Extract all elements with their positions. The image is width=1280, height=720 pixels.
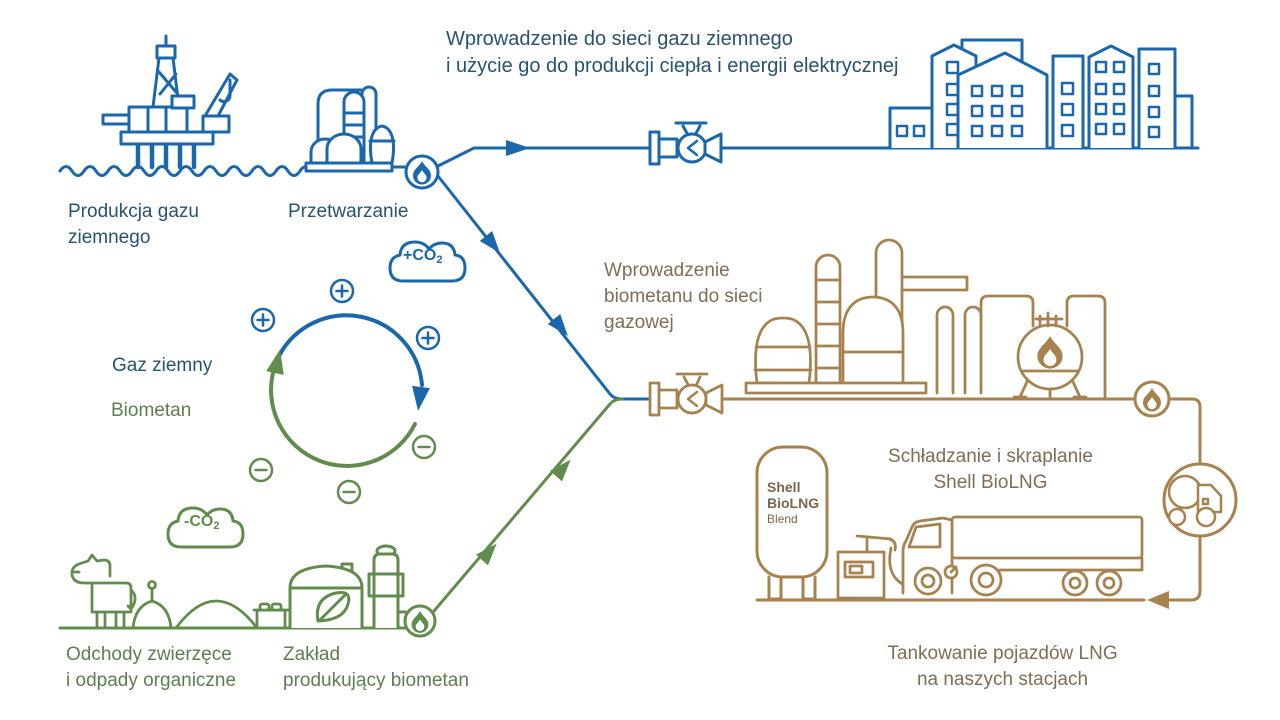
minus-icons [248,434,437,505]
co2-sub: 2 [436,254,443,266]
label-lng-refueling: Tankowanie pojazdów LNG na naszych stacj… [887,643,1118,690]
waste-bin-icon [252,602,290,630]
co2-sub: 2 [213,520,220,532]
flame-icon-brown [1133,380,1171,418]
co2-minus-cloud-icon [166,506,245,549]
label-grid-injection-natural-gas: Wprowadzenie do sieci gazu ziemnego i uż… [446,28,899,77]
label-biomethane-grid-injection: Wprowadzenie biometanu do sieci gazowej [604,260,763,333]
label-animal-waste: Odchody zwierzęce i odpady organiczne [66,644,237,691]
waste-mound-icon [174,599,259,630]
biomethane-plant-icon [288,544,408,630]
flame-icon-blue [404,154,440,190]
tank-label: Shell BioLNG Blend [767,479,819,527]
label-biomethane-plant: Zakład produkujący biometan [283,644,469,691]
minus-icon [248,457,274,483]
minus-icon [336,479,362,505]
gas-plant-icon [744,238,1107,399]
plus-icon [250,307,276,333]
manure-pile-icon [131,580,173,630]
co2-minus-label: -CO2 [184,513,219,532]
flow-arrow [479,230,500,254]
plus-icons [250,278,441,351]
valve-icon-brown [648,372,724,417]
flow-arrow [476,543,497,566]
tank-label-shell: Shell [767,479,801,495]
sea-wave-line [58,165,314,177]
tank-label-blend: Blend [767,512,798,526]
oil-rig-icon [101,34,239,170]
label-processing: Przetwarzanie [288,201,409,222]
cow-icon [70,553,137,629]
pipeline-biomethane [432,397,624,613]
co2-plus-text: +CO [403,247,437,264]
tank-label-biolng: BioLNG [767,495,820,511]
flame-icon-green [403,604,437,638]
flow-arrow [550,459,571,482]
co2-plus-label: +CO2 [403,247,442,266]
cycle-arc-biomethane [266,349,417,468]
bioLNG-tank-icon [755,445,829,601]
truck-circle-icon [1162,462,1238,538]
plus-icon [329,278,355,304]
label-natural-gas-production: Produkcja gazu ziemnego [68,201,199,248]
cycle-arc-natural-gas [277,313,430,411]
cycle-arrow [266,349,284,375]
label-natural-gas: Gaz ziemny [112,355,213,376]
flow-arrow [1147,591,1169,609]
co2-minus-text: -CO [184,513,214,530]
pipeline-lng [720,397,1202,609]
label-cooling-liquefaction: Schładzanie i skraplanie Shell BioLNG [888,446,1093,493]
plus-icon [415,325,441,351]
lng-truck-icon [901,515,1144,597]
flow-arrow [547,313,568,337]
label-biomethane: Biometan [111,400,192,421]
valve-icon-blue [648,121,723,166]
sphere-tank-flame-icon [1012,311,1088,399]
co2-plus-cloud-icon [388,240,467,283]
city-buildings-icon [888,38,1194,150]
cycle-arrow [412,385,430,411]
processing-plant-icon [304,85,408,173]
flow-arrow [506,140,530,156]
minus-icon [411,434,437,460]
fuel-dispenser-icon [836,534,910,600]
